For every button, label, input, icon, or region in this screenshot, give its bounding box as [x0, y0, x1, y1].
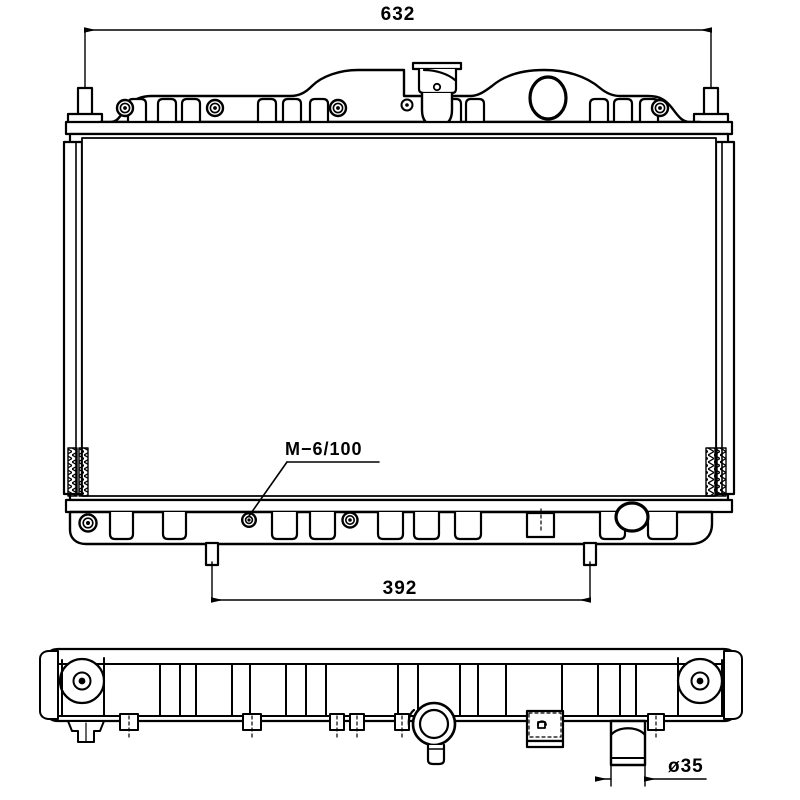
tab-3: [329, 713, 345, 739]
core-fin-detail-left: [67, 447, 89, 497]
dimension-d35-text: ø35: [668, 756, 704, 777]
bottom-view-sensor-boss: [525, 709, 565, 749]
bottom-view: [39, 647, 743, 767]
bottom-boss-3: [78, 513, 98, 533]
bottom-boss-2: [341, 511, 359, 529]
tab-4: [349, 713, 365, 739]
tab-5: [394, 713, 410, 739]
dimension-392-text: 392: [383, 578, 418, 599]
dimension-632: [84, 27, 712, 97]
top-right-mounting-pin: [692, 86, 730, 125]
tab-1: [119, 713, 139, 739]
bottom-tank-ribs: [108, 510, 679, 541]
bottom-view-tabs: [119, 713, 665, 739]
core-right-rail: [714, 140, 736, 496]
bottom-view-segment-ribs: [159, 663, 637, 717]
top-tank-bosses: [115, 98, 670, 118]
boss-5: [650, 98, 670, 118]
boss-1: [115, 98, 135, 118]
thread-callout-leader: [248, 461, 380, 517]
outlet-pipe: [609, 719, 647, 767]
core-left-rail: [62, 140, 84, 496]
bottom-tank-bosses: [78, 511, 359, 533]
bottom-view-left-endcap: [39, 650, 106, 720]
tab-6: [647, 713, 665, 739]
core-face: [81, 137, 717, 497]
front-view: [62, 61, 736, 567]
top-left-mounting-pin: [66, 86, 104, 125]
bottom-tank-flange: [64, 498, 734, 514]
upper-hose-port: [528, 75, 568, 121]
boss-3: [328, 98, 348, 118]
dimension-632-text: 632: [381, 4, 416, 25]
boss-2: [205, 98, 225, 118]
dimension-392: [211, 561, 591, 603]
drain-plug-boss: [240, 512, 257, 529]
bottom-sensor-port: [525, 508, 556, 539]
core-fin-detail-right: [705, 447, 727, 497]
bottom-view-inner: [55, 663, 727, 717]
boss-4: [400, 98, 414, 112]
top-tank-flange: [64, 120, 734, 136]
thread-callout-text: M−6/100: [285, 439, 363, 459]
bottom-view-right-endcap: [676, 650, 743, 720]
bottom-view-filler-neck: [407, 701, 457, 766]
tab-2: [242, 713, 262, 739]
lower-hose-port: [614, 501, 650, 533]
filler-cap: [411, 61, 463, 128]
radiator-core: [62, 132, 736, 502]
dimension-d35: [595, 746, 707, 787]
